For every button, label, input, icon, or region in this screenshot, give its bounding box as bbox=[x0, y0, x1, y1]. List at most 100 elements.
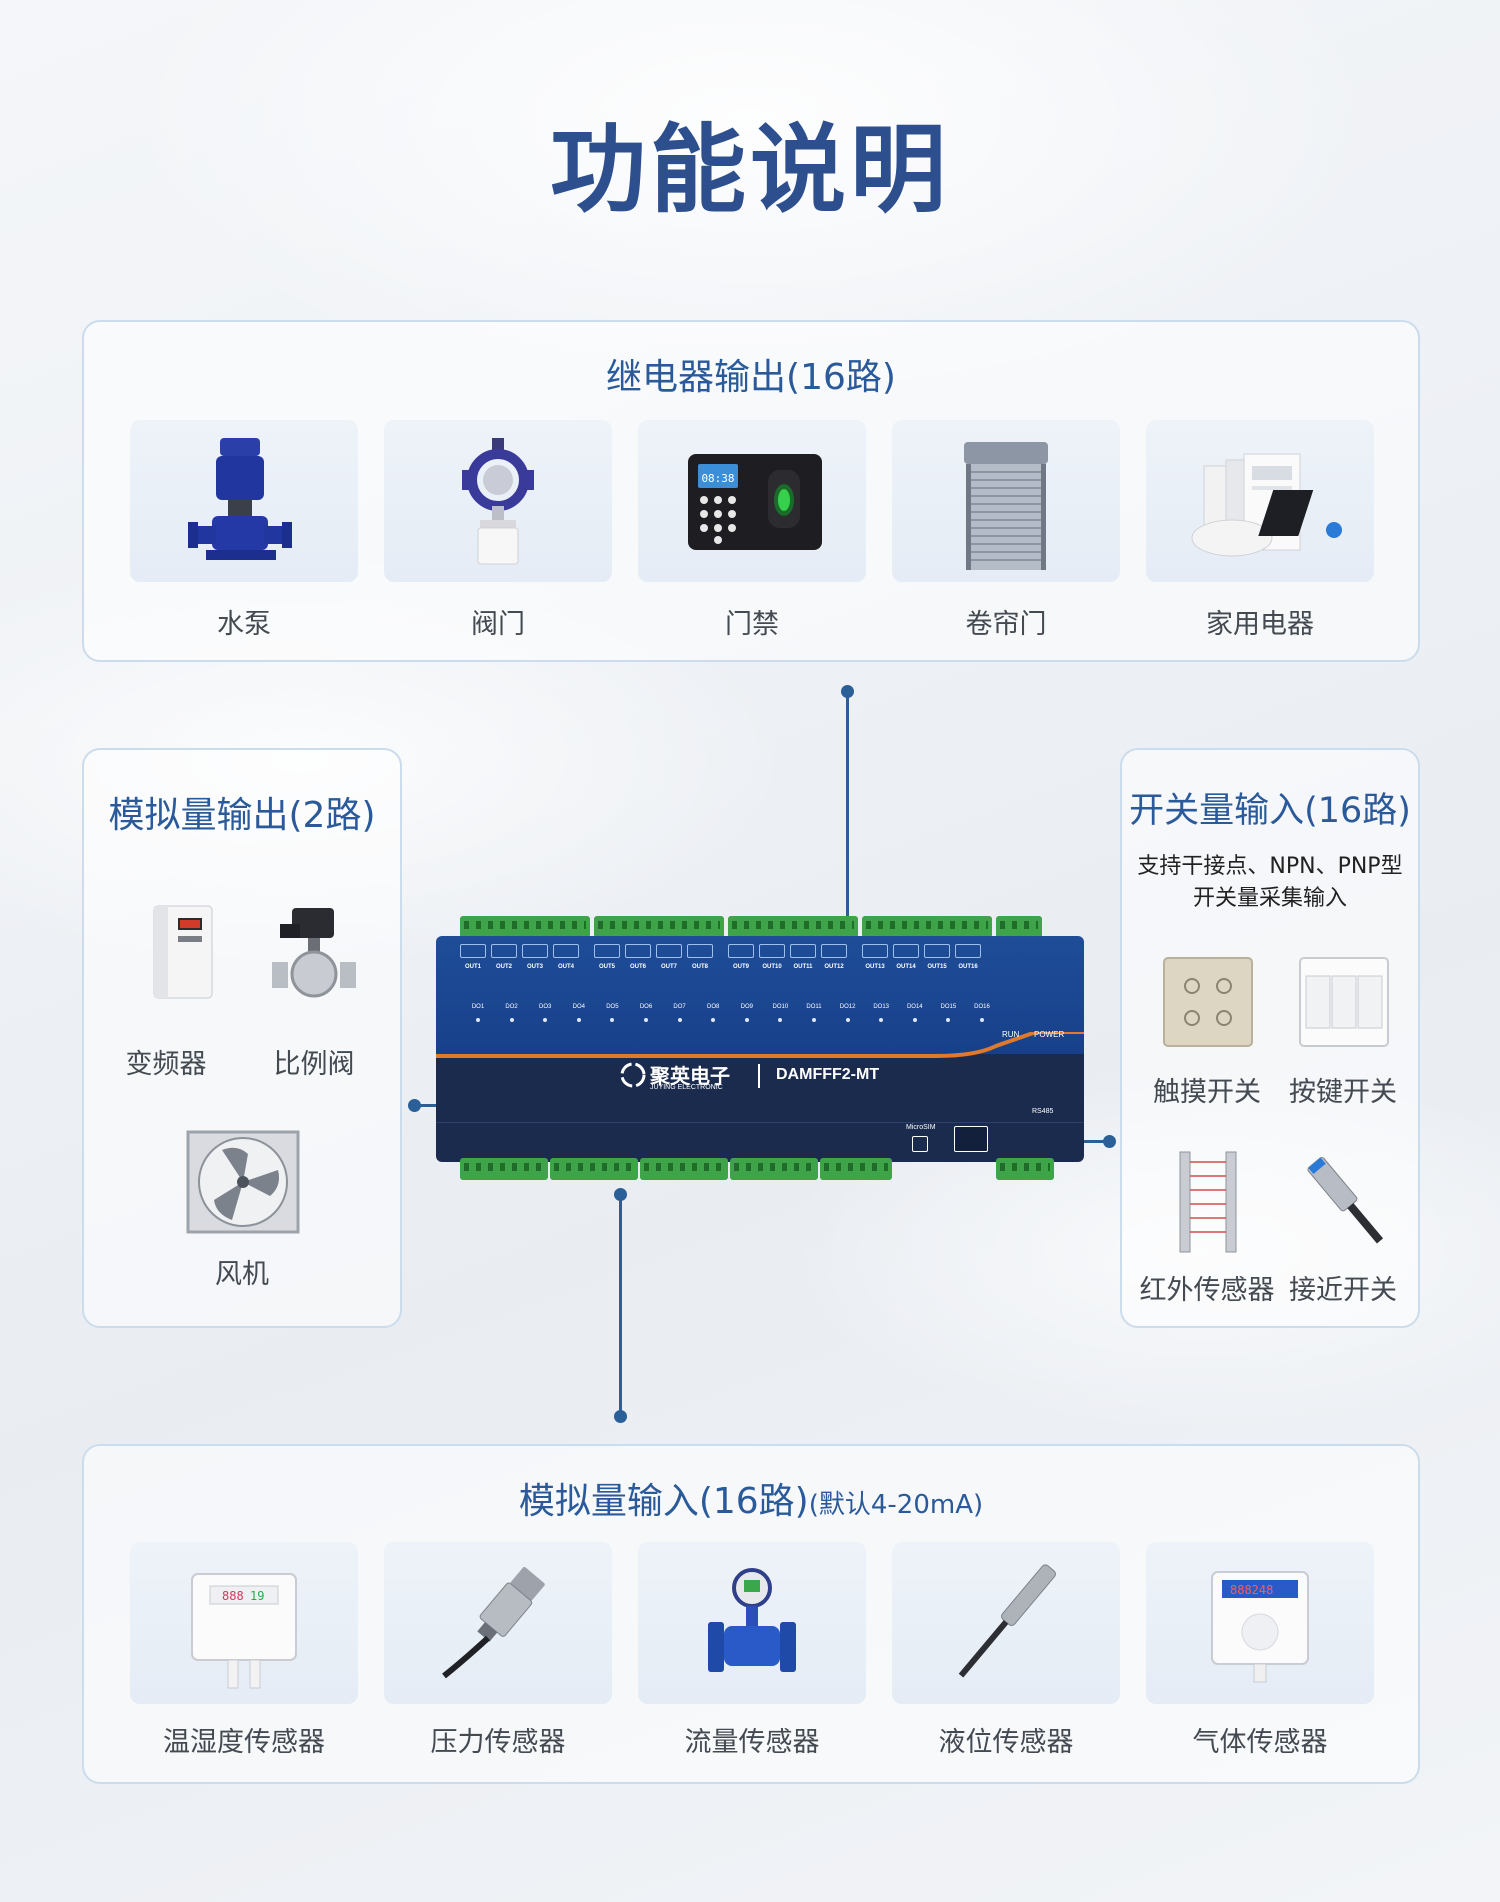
out-label: OUT4 bbox=[557, 964, 574, 970]
do-label: DO5 bbox=[606, 1004, 619, 1010]
relay-slot bbox=[759, 944, 785, 958]
do-label: DO3 bbox=[539, 1004, 552, 1010]
do-label: DO14 bbox=[906, 1004, 923, 1010]
do-label: DO2 bbox=[505, 1004, 518, 1010]
level-sensor-icon bbox=[958, 1564, 1056, 1678]
tile-rolling-door bbox=[892, 420, 1120, 582]
tile-temp-humidity-sensor: 888 19 bbox=[130, 1542, 358, 1704]
label-temp-humidity-sensor: 温湿度传感器 bbox=[163, 1727, 325, 1758]
do-indicator-led bbox=[644, 1018, 648, 1022]
out-label: OUT16 bbox=[958, 964, 978, 970]
relay-slot bbox=[924, 944, 950, 958]
connector-line-top bbox=[846, 691, 849, 925]
do-label: DO9 bbox=[740, 1004, 753, 1010]
rs485-label: RS485 bbox=[1032, 1108, 1054, 1115]
out-label: OUT7 bbox=[660, 964, 677, 970]
label-frequency-converter: 变频器 bbox=[125, 1049, 207, 1080]
relay-slot bbox=[687, 944, 713, 958]
label-flow-sensor: 流量传感器 bbox=[684, 1727, 820, 1758]
top-terminal-block-2 bbox=[594, 916, 724, 938]
fan-icon bbox=[186, 1130, 300, 1234]
key-switch-icon bbox=[1299, 957, 1389, 1047]
do-label: DO7 bbox=[673, 1004, 686, 1010]
do-label: DO11 bbox=[806, 1004, 822, 1010]
top-terminal-block-1 bbox=[460, 916, 590, 938]
page-title: 功能说明 bbox=[550, 114, 950, 226]
label-access-control: 门禁 bbox=[725, 609, 779, 640]
digital-input-subtitle-1: 支持干接点、NPN、PNP型 bbox=[1137, 854, 1403, 879]
do-indicator-led bbox=[744, 1018, 749, 1022]
out-label: OUT14 bbox=[896, 964, 916, 970]
label-infrared-sensor: 红外传感器 bbox=[1139, 1275, 1275, 1306]
do-indicator-led bbox=[879, 1018, 884, 1022]
do-label: DO1 bbox=[471, 1004, 485, 1010]
model-name: DAMFFF2-MT bbox=[776, 1066, 880, 1083]
svg-text:888: 888 bbox=[222, 1589, 244, 1603]
device-middle-panel bbox=[436, 1054, 1084, 1122]
relay-slot bbox=[955, 944, 981, 958]
do-indicator-led bbox=[610, 1018, 615, 1022]
relay-output-panel: 继电器输出(16路) 水泵 阀门 08:3 bbox=[82, 320, 1420, 662]
bottom-terminal-block-5 bbox=[820, 1158, 892, 1180]
do-indicator-led bbox=[845, 1018, 850, 1022]
bottom-terminal-block-1 bbox=[460, 1158, 548, 1180]
out-label: OUT5 bbox=[598, 964, 615, 970]
run-label: RUN bbox=[1002, 1030, 1020, 1039]
do-indicator-led bbox=[543, 1018, 548, 1022]
proportional-valve-icon bbox=[272, 908, 356, 998]
brand-name: 聚英电子 bbox=[650, 1066, 730, 1088]
do-label: DO10 bbox=[772, 1004, 789, 1010]
bottom-terminal-block-4 bbox=[730, 1158, 818, 1180]
tile-gas-sensor: 888248 bbox=[1146, 1542, 1374, 1704]
label-proximity-switch: 接近开关 bbox=[1289, 1275, 1397, 1306]
svg-text:08:38: 08:38 bbox=[701, 472, 734, 485]
frequency-converter-icon bbox=[153, 905, 213, 999]
out-label: OUT13 bbox=[865, 964, 885, 970]
sim-slot bbox=[912, 1136, 928, 1152]
access-control-icon: 08:38 bbox=[688, 454, 822, 550]
do-indicator-led bbox=[576, 1018, 581, 1022]
do-label: DO15 bbox=[940, 1004, 957, 1010]
ethernet-port bbox=[954, 1126, 988, 1152]
digital-input-title: 开关量输入(16路) bbox=[1129, 791, 1411, 831]
do-indicator-led bbox=[812, 1018, 816, 1022]
brand-divider bbox=[758, 1064, 760, 1088]
relay-slot bbox=[491, 944, 517, 958]
top-terminal-block-3 bbox=[728, 916, 858, 938]
do-indicator-led bbox=[980, 1018, 984, 1022]
do-indicator-led bbox=[778, 1018, 783, 1022]
device-top-panel bbox=[436, 936, 1084, 1054]
out-label: OUT1 bbox=[464, 964, 481, 970]
rolling-door-icon bbox=[964, 442, 1048, 570]
gas-sensor-icon: 888248 bbox=[1211, 1571, 1309, 1683]
microsim-label: MicroSIM bbox=[906, 1124, 936, 1131]
device-accent-stripe bbox=[436, 1032, 1084, 1058]
tile-access-control: 08:38 bbox=[638, 420, 866, 582]
connector-line-bottom bbox=[619, 1194, 622, 1416]
tile-valve bbox=[384, 420, 612, 582]
relay-slot bbox=[821, 944, 847, 958]
do-indicator-led bbox=[912, 1018, 917, 1022]
do-indicator-led bbox=[677, 1018, 682, 1022]
pressure-sensor-icon bbox=[442, 1567, 545, 1679]
relay-output-title: 继电器输出(16路) bbox=[606, 357, 896, 398]
label-water-pump: 水泵 bbox=[217, 609, 271, 640]
relay-slot bbox=[893, 944, 919, 958]
do-indicator-led bbox=[946, 1018, 951, 1022]
out-label: OUT8 bbox=[691, 964, 708, 970]
out-label: OUT12 bbox=[824, 964, 844, 970]
analog-input-title: 模拟量输入(16路)(默认4-20mA) bbox=[84, 1472, 1418, 1524]
water-pump-icon bbox=[188, 438, 292, 560]
do-label: DO8 bbox=[707, 1004, 720, 1010]
analog-input-title-main: 模拟量输入(16路) bbox=[518, 1481, 809, 1522]
touch-switch-icon bbox=[1163, 957, 1253, 1047]
infrared-sensor-icon bbox=[1179, 1151, 1237, 1253]
brand-logo-icon bbox=[620, 1062, 646, 1088]
top-terminal-block-5 bbox=[996, 916, 1042, 938]
label-level-sensor: 液位传感器 bbox=[938, 1727, 1074, 1758]
svg-text:888248: 888248 bbox=[1230, 1583, 1273, 1597]
do-label: DO16 bbox=[974, 1004, 990, 1010]
label-valve: 阀门 bbox=[471, 609, 525, 640]
label-fan: 风机 bbox=[215, 1259, 269, 1290]
